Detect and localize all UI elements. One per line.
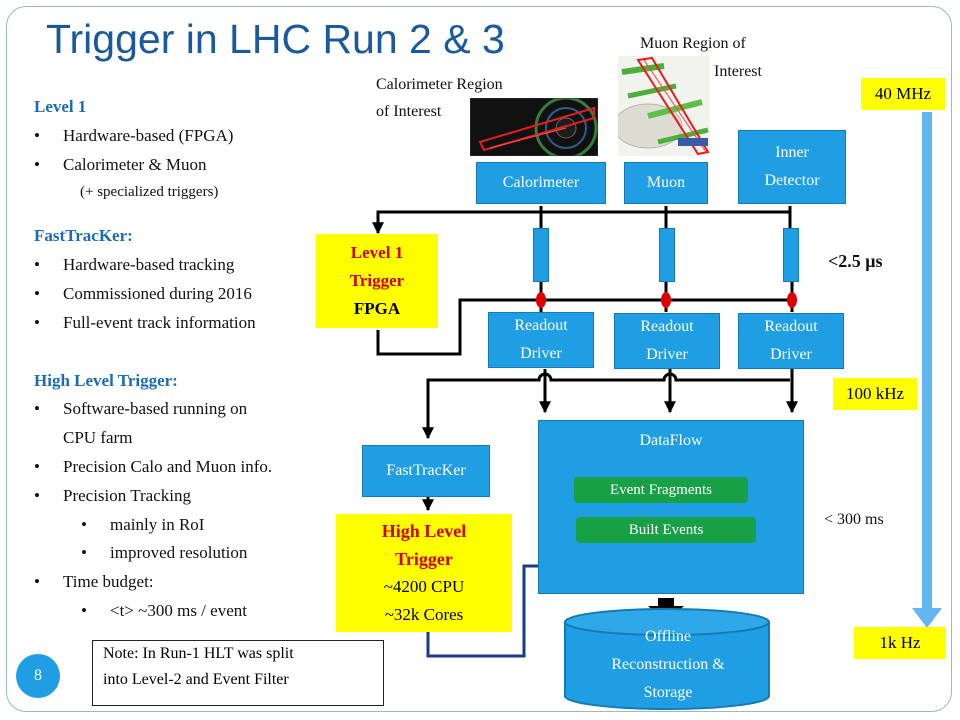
calo-roi-label-2: of Interest [376, 103, 442, 120]
fasttracker-block: FastTracKer [362, 445, 490, 497]
ftk-item: Commissioned during 2016 [34, 284, 252, 304]
l1-item: Hardware-based (FPGA) [34, 126, 233, 146]
hlt-subitem: improved resolution [81, 543, 247, 563]
muon-event-display-image [618, 56, 710, 156]
readout-driver-label-line: Readout [514, 317, 568, 334]
slide-frame [6, 6, 952, 712]
rate-40mhz-label: 40 MHz [861, 78, 945, 110]
event-fragments-badge: Event Fragments [574, 477, 748, 503]
pipeline-buffer-inner-detector [783, 228, 799, 282]
built-events-badge: Built Events [576, 517, 756, 543]
readout-driver-muon: Readout Driver [614, 313, 720, 369]
slide-title: Trigger in LHC Run 2 & 3 [46, 16, 505, 62]
dataflow-block: DataFlow [538, 420, 804, 594]
hlt-item: Software-based running on [34, 399, 247, 419]
ftk-heading: FastTracKer: [34, 226, 133, 245]
rate-100khz-label: 100 kHz [833, 378, 917, 410]
calorimeter-event-display-image [470, 98, 598, 156]
level1-trigger-block: Level 1 Trigger FPGA [316, 234, 438, 328]
muon-roi-label-2: Interest [714, 63, 762, 80]
level1-label-line: Level 1 [350, 243, 404, 262]
hlt-item: Precision Tracking [34, 486, 191, 506]
storage-label-line: Offline [645, 628, 691, 645]
hlt-label-line: Trigger [395, 549, 453, 569]
level1-label-line: Trigger [349, 271, 405, 290]
ftk-item: Hardware-based tracking [34, 255, 234, 275]
calorimeter-block: Calorimeter [476, 162, 606, 204]
pipeline-buffer-calorimeter [533, 228, 549, 282]
page-number-badge: 8 [16, 654, 60, 698]
high-level-trigger-block: High Level Trigger ~4200 CPU ~32k Cores [336, 514, 512, 632]
readout-driver-label-line: Driver [520, 345, 562, 362]
level1-heading: Level 1 [34, 97, 87, 116]
hlt-latency-label: < 300 ms [824, 511, 884, 528]
hlt-heading: High Level Trigger: [34, 371, 178, 390]
run1-note-box: Note: In Run-1 HLT was split into Level-… [92, 640, 384, 706]
storage-label-line: Reconstruction & [611, 656, 725, 673]
readout-driver-calorimeter: Readout Driver [488, 312, 594, 368]
muon-block: Muon [624, 162, 708, 204]
storage-label-line: Storage [643, 684, 693, 701]
hlt-cores-label: ~32k Cores [384, 605, 464, 624]
hlt-cpu-label: ~4200 CPU [383, 577, 465, 596]
time-budget-item: Time budget: [34, 572, 153, 592]
inner-detector-label-line: Detector [764, 172, 820, 189]
ftk-item: Full-event track information [34, 313, 256, 333]
readout-driver-inner-detector: Readout Driver [738, 313, 844, 369]
readout-driver-label-line: Driver [646, 346, 688, 363]
level1-latency-label: <2.5 μs [828, 251, 883, 271]
hlt-subitem: mainly in RoI [81, 515, 205, 535]
inner-detector-label-line: Inner [775, 144, 809, 161]
hlt-item-continuation: CPU farm [63, 428, 133, 447]
offline-storage: Offline Reconstruction & Storage [563, 624, 773, 706]
time-budget-subitem: <t> ~300 ms / event [81, 601, 247, 621]
l1-item: Calorimeter & Muon [34, 155, 206, 175]
readout-driver-label-line: Driver [770, 346, 812, 363]
hlt-label-line: High Level [381, 521, 467, 541]
note-line: Note: In Run-1 HLT was split [103, 645, 294, 662]
level1-fpga-label: FPGA [353, 299, 401, 318]
dataflow-label: DataFlow [639, 432, 703, 449]
hlt-item: Precision Calo and Muon info. [34, 457, 272, 477]
readout-driver-label-line: Readout [764, 318, 818, 335]
inner-detector-block: Inner Detector [738, 130, 846, 204]
l1-subnote: (+ specialized triggers) [80, 184, 219, 200]
storage-cylinder-icon [564, 608, 770, 710]
note-line: into Level-2 and Event Filter [103, 671, 289, 688]
muon-roi-label: Muon Region of [640, 35, 746, 52]
calo-roi-label: Calorimeter Region [376, 76, 503, 93]
pipeline-buffer-muon [659, 228, 675, 282]
rate-1khz-label: 1k Hz [854, 627, 946, 659]
readout-driver-label-line: Readout [640, 318, 694, 335]
